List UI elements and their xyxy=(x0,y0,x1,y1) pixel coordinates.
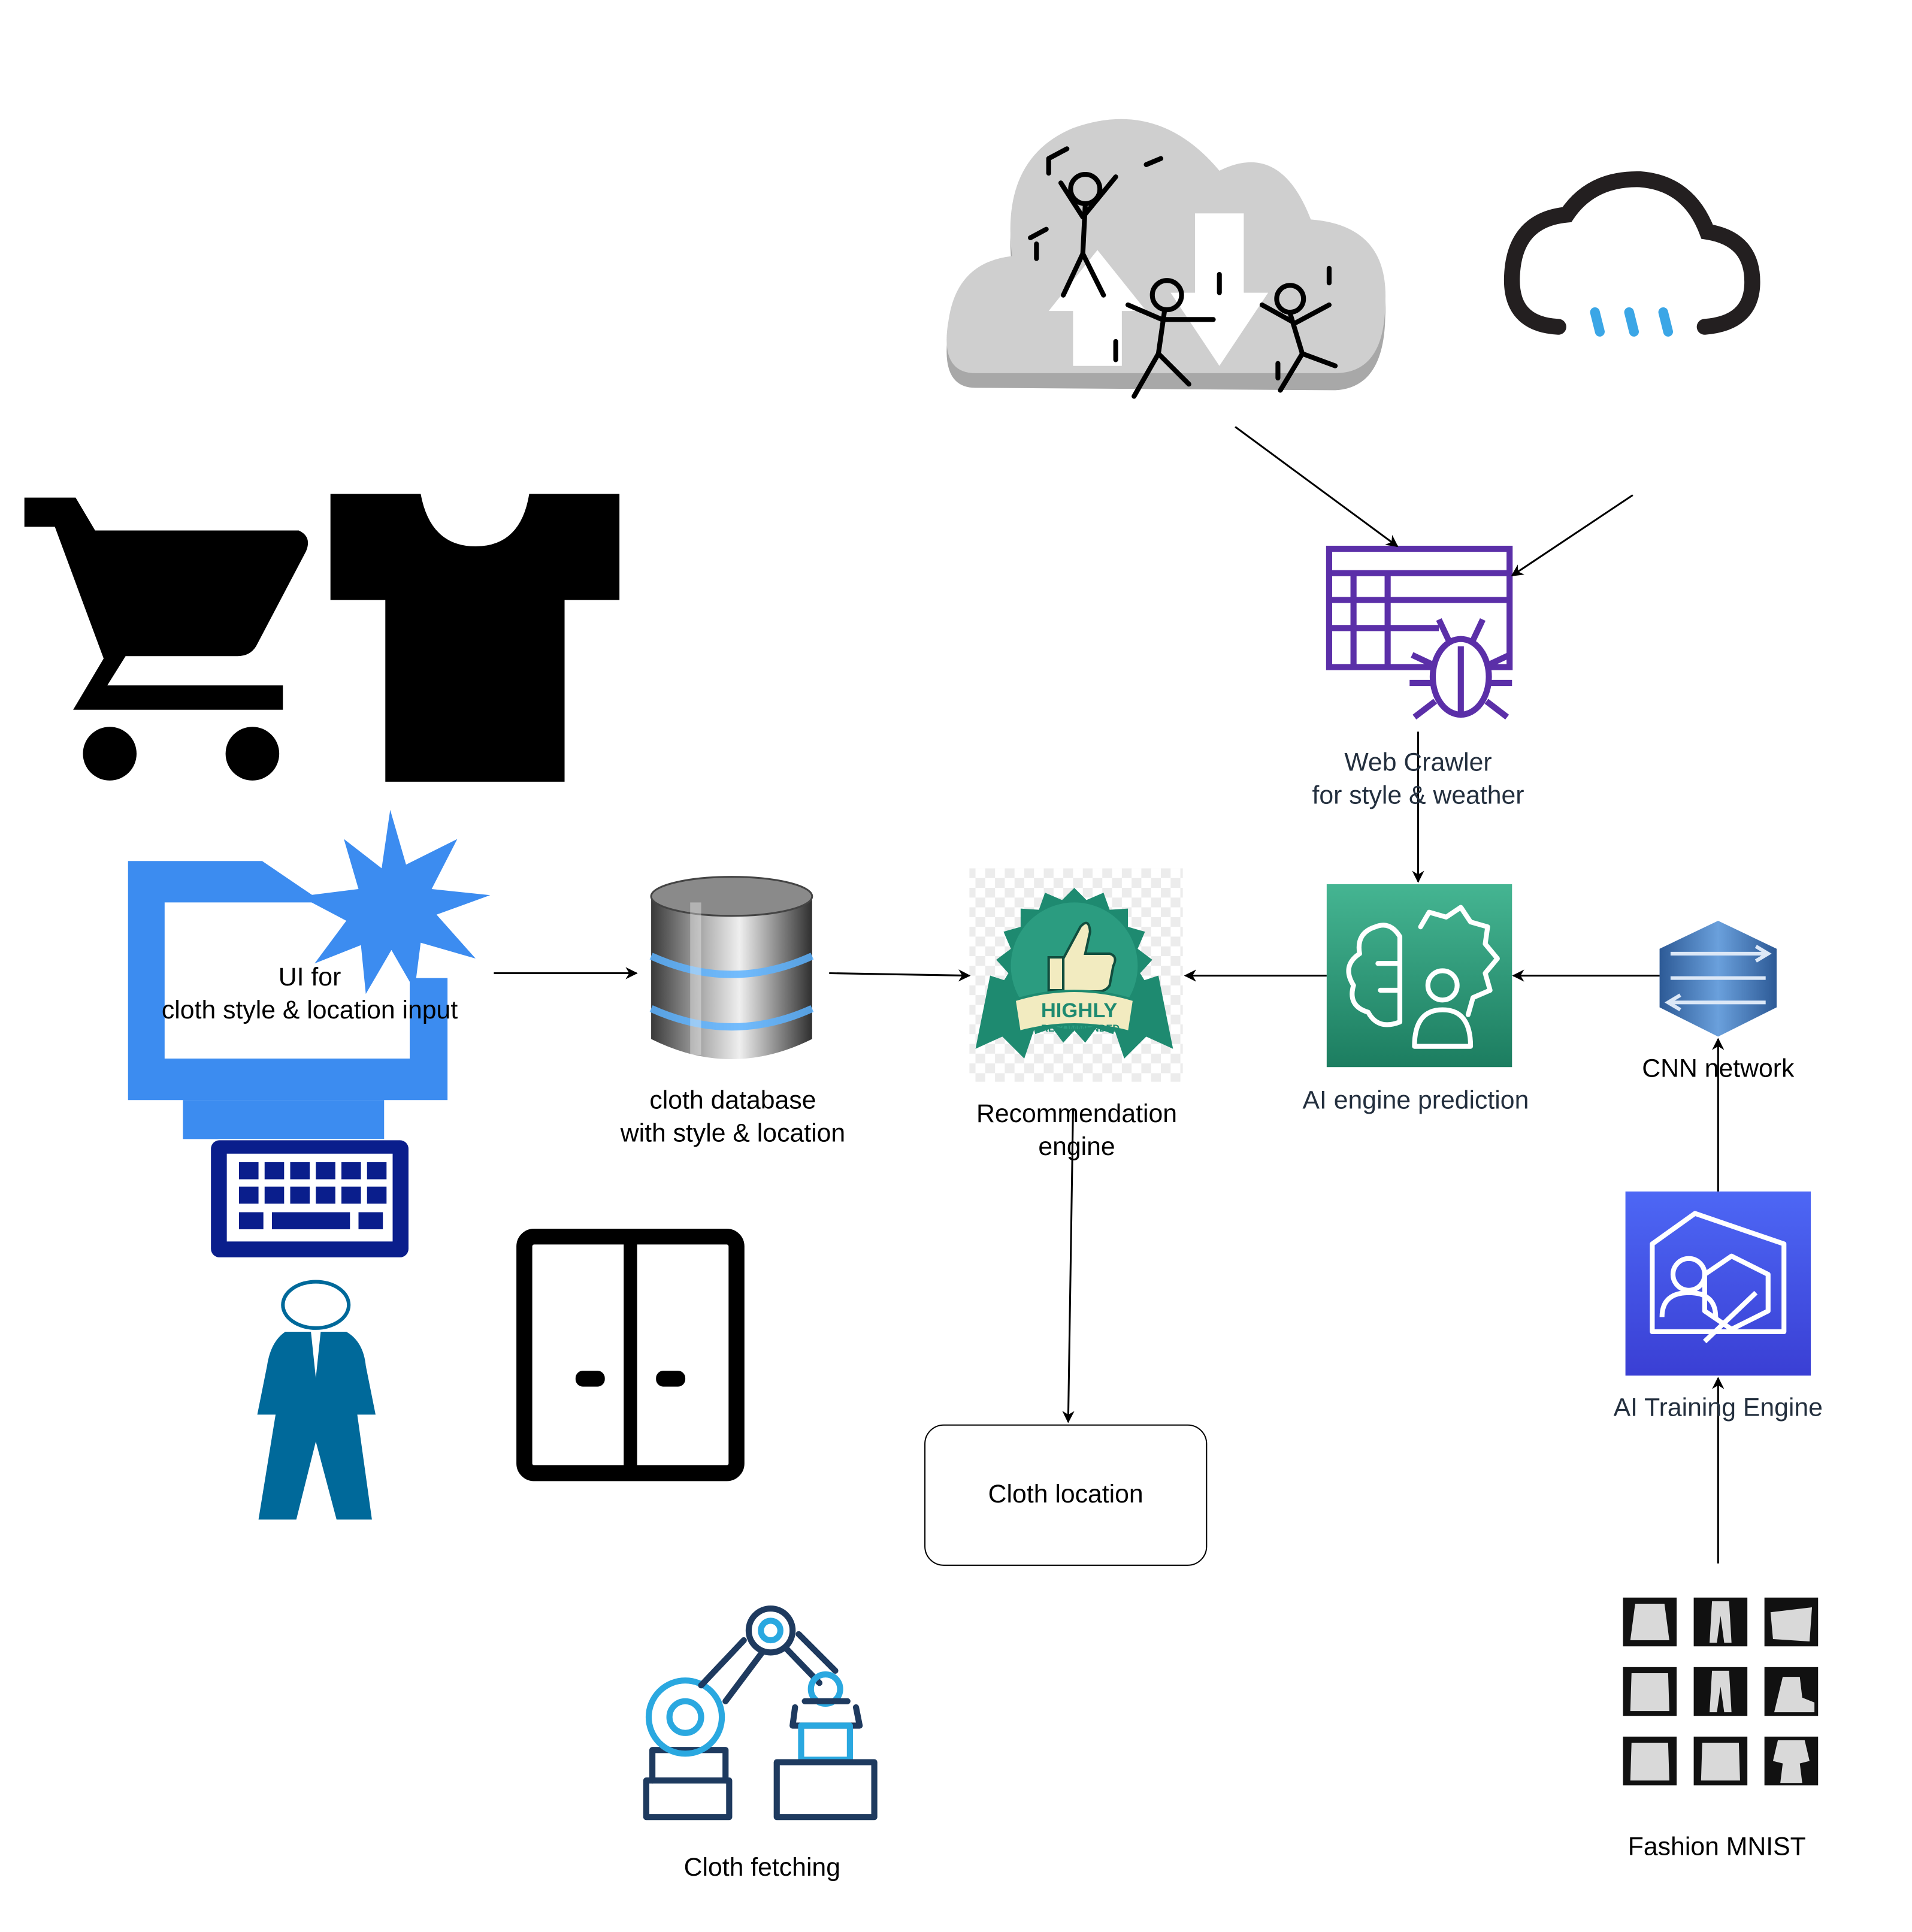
t-shirt-icon xyxy=(330,494,620,782)
fetching-label: Cloth fetching xyxy=(683,1854,841,1882)
burst-icon xyxy=(299,809,491,994)
mnist-label: Fashion MNIST xyxy=(1627,1833,1806,1861)
badge-recommended: RECOMMENDED xyxy=(1041,1023,1120,1034)
cloud-icon xyxy=(946,119,1386,391)
dancing-people-icon xyxy=(1028,146,1338,399)
wardrobe-icon xyxy=(516,1228,745,1481)
fashion-mnist-grid-icon xyxy=(1623,1597,1819,1786)
cloth-location-label: Cloth location xyxy=(988,1480,1143,1509)
training-engine-icon xyxy=(1625,1191,1811,1376)
ai-prediction-label: AI engine prediction xyxy=(1302,1086,1529,1115)
database-icon xyxy=(649,876,814,1060)
arrow-cloud-to-crawler xyxy=(1235,426,1399,548)
shopping-cart-icon xyxy=(24,497,308,781)
recommendation-label: Recommendation engine xyxy=(976,1100,1178,1161)
ui-input-label: UI for cloth style & location input xyxy=(161,963,458,1024)
person-icon xyxy=(257,1280,376,1520)
database-label: cloth database with style & location xyxy=(620,1086,846,1148)
robot-arm-icon xyxy=(643,1605,878,1821)
rain-cloud-icon xyxy=(1503,171,1760,337)
badge-highly: HIGHLY xyxy=(1041,999,1118,1022)
connectors xyxy=(494,426,1725,1564)
cloth-location-box[interactable]: Cloth location xyxy=(924,1424,1208,1566)
arrow-database-to-recommendation xyxy=(829,969,971,982)
keyboard-icon xyxy=(211,1140,409,1257)
computer-monitor-icon xyxy=(128,861,448,1139)
web-crawler-icon xyxy=(1326,545,1513,720)
recommended-badge-icon: HIGHLY RECOMMENDED xyxy=(969,868,1183,1082)
cnn-label: CNN network xyxy=(1642,1054,1795,1083)
arrow-recommendation-to-location xyxy=(1062,1109,1075,1423)
training-label: AI Training Engine xyxy=(1613,1393,1823,1422)
ai-brain-icon xyxy=(1326,884,1512,1068)
web-crawler-label: Web Crawler for style & weather xyxy=(1312,748,1524,810)
arrow-rain-to-crawler xyxy=(1511,494,1633,577)
cnn-network-icon xyxy=(1659,920,1777,1037)
